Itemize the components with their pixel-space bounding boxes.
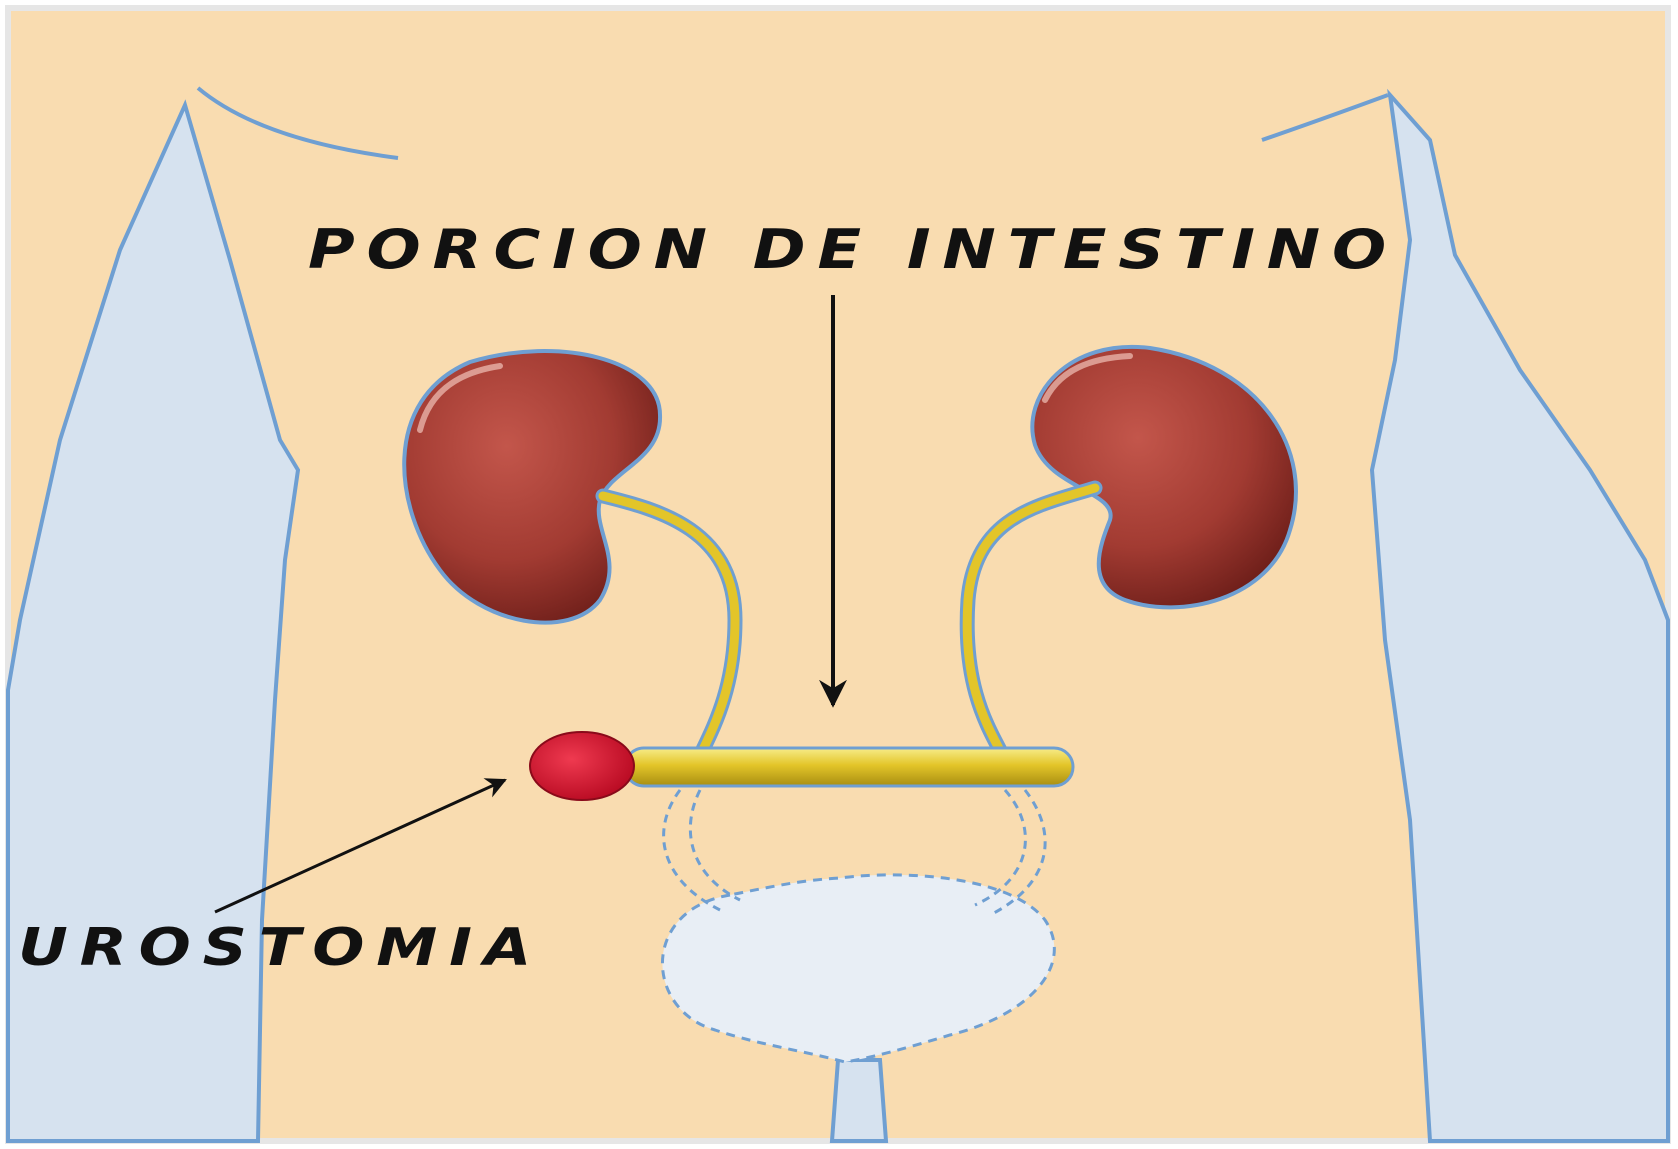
urethra	[832, 1060, 886, 1141]
label-intestine-portion: PORCION DE INTESTINO	[308, 218, 1398, 281]
intestinal-conduit	[625, 748, 1073, 786]
stoma	[530, 732, 634, 800]
label-urostomy: UROSTOMIA	[18, 918, 543, 978]
